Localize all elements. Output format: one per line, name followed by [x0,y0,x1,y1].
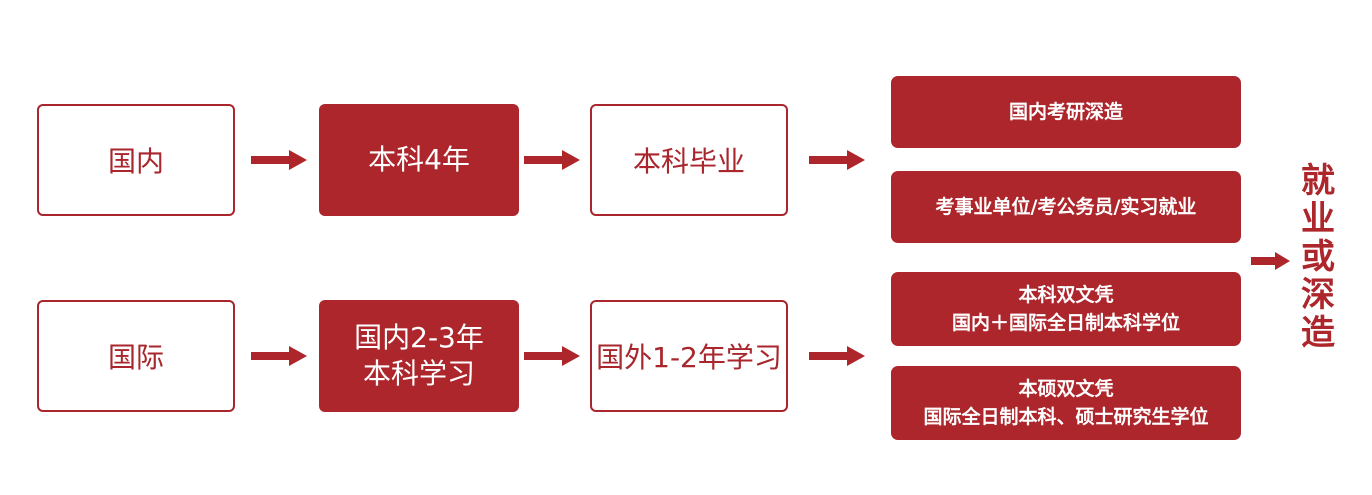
international-start-box: 国际 [37,300,235,412]
domestic-study-label: 本科4年 [368,143,470,176]
domestic-start-label: 国内 [107,145,164,178]
arrow-international-1 [251,346,307,366]
final-label-char-5: 造 [1301,313,1335,353]
arrow-final [1251,252,1291,270]
international-study-line2: 本科学习 [362,357,475,390]
domestic-result-label: 本科毕业 [632,145,745,178]
arrow-international-2 [524,346,580,366]
arrow-domestic-3 [809,150,865,170]
outcome-1-line1: 国内考研深造 [1008,101,1123,123]
final-label-char-3: 或 [1301,237,1335,277]
arrow-international-3 [809,346,865,366]
outcome-4-line1: 本硕双文凭 [1018,378,1114,400]
final-label-char-4: 深 [1301,275,1335,315]
international-result-label: 国外1-2年学习 [596,341,782,374]
final-label-char-1: 就 [1301,161,1335,201]
outcome-domestic-grad-study: 国内考研深造 [891,76,1241,148]
outcome-2-line1: 考事业单位/考公务员/实习就业 [935,196,1197,218]
arrow-domestic-2 [524,150,580,170]
outcome-bachelor-master-dual-diploma: 本硕双文凭 国际全日制本科、硕士研究生学位 [891,366,1241,440]
outcome-bachelor-dual-diploma: 本科双文凭 国内＋国际全日制本科学位 [891,272,1241,346]
domestic-study-box: 本科4年 [319,104,519,216]
outcome-4-line2: 国际全日制本科、硕士研究生学位 [923,406,1209,428]
final-label-char-2: 业 [1301,199,1335,239]
arrow-domestic-1 [251,150,307,170]
domestic-start-box: 国内 [37,104,235,216]
domestic-result-box: 本科毕业 [590,104,788,216]
outcome-3-line2: 国内＋国际全日制本科学位 [951,312,1180,334]
international-study-line1: 国内2-3年 [354,321,484,354]
final-outcome-label: 就 业 或 深 造 [1298,162,1338,352]
international-result-box: 国外1-2年学习 [590,300,788,412]
outcome-employment: 考事业单位/考公务员/实习就业 [891,171,1241,243]
international-study-box: 国内2-3年 本科学习 [319,300,519,412]
international-start-label: 国际 [107,341,164,374]
outcome-3-line1: 本科双文凭 [1018,284,1114,306]
